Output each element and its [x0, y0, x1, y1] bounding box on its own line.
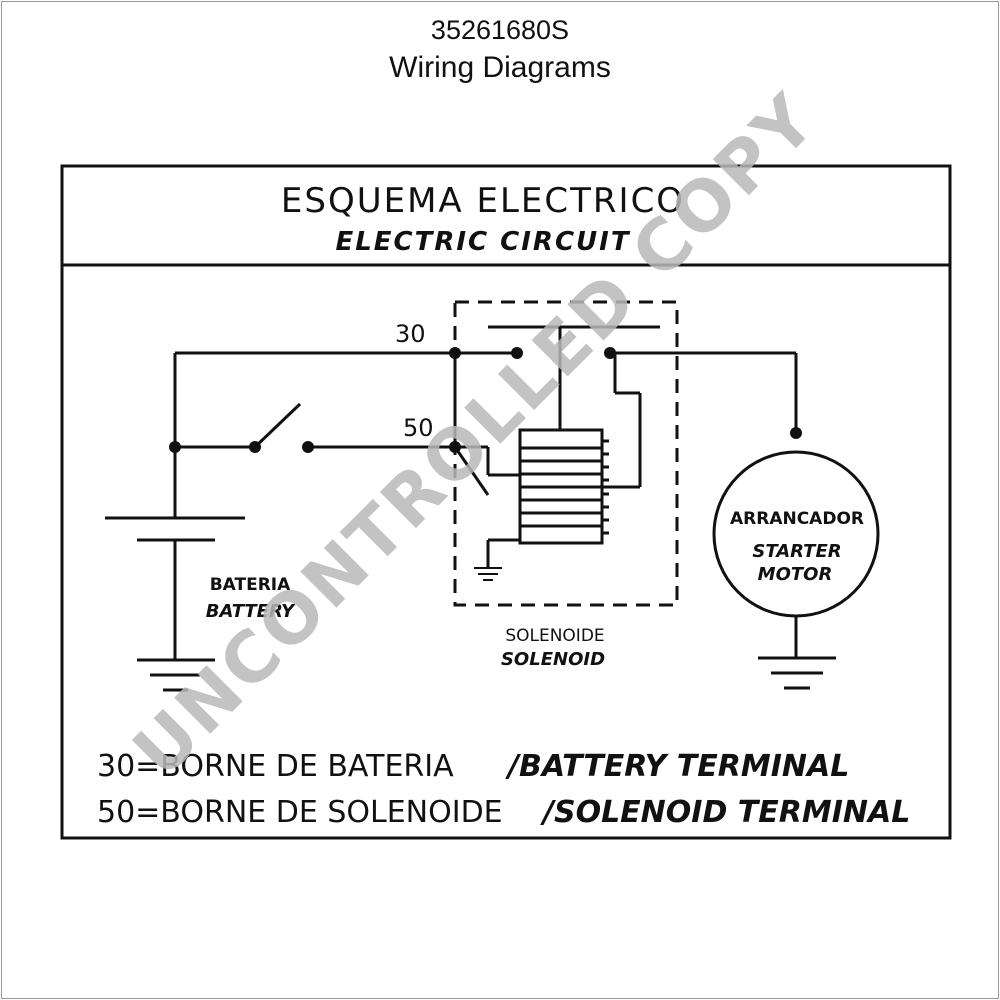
terminal-50-label: 50: [403, 414, 434, 442]
battery-label-en: BATTERY: [206, 601, 296, 622]
starter-label-es: ARRANCADOR: [730, 509, 864, 529]
solenoid-enclosure: [453, 300, 679, 607]
legend-50-es: 50=BORNE DE SOLENOIDE: [97, 795, 503, 830]
battery-ground: [137, 658, 215, 692]
legend-50-en: /SOLENOID TERMINAL: [540, 795, 910, 830]
starter-motor-symbol: [712, 450, 880, 618]
solenoid-label-es: SOLENOIDE: [505, 626, 604, 646]
terminal-30-label: 30: [395, 320, 426, 348]
diagram-title-es: ESQUEMA ELECTRICO: [281, 181, 685, 221]
part-number: 35261680S: [430, 15, 570, 45]
page-header: 35261680S Wiring Diagrams: [0, 12, 1000, 88]
legend-30-es: 30=BORNE DE BATERIA: [97, 749, 454, 784]
starter-ground: [758, 656, 836, 690]
junction-dots: [169, 347, 802, 453]
solenoid-coil: [518, 428, 609, 545]
diagram-border: [60, 164, 952, 840]
battery-label-es: BATERIA: [210, 575, 291, 595]
solenoid-label-en: SOLENOID: [501, 649, 605, 670]
legend-30-en: /BATTERY TERMINAL: [505, 749, 849, 784]
solenoid-ground: [474, 567, 502, 581]
battery-symbol: [105, 516, 245, 542]
switch-blade: [253, 402, 302, 449]
page-title: Wiring Diagrams: [389, 51, 611, 84]
starter-label-en-1: STARTER: [752, 541, 841, 562]
starter-label-en-2: MOTOR: [758, 564, 833, 585]
diagram-title-en: ELECTRIC CIRCUIT: [335, 227, 630, 257]
